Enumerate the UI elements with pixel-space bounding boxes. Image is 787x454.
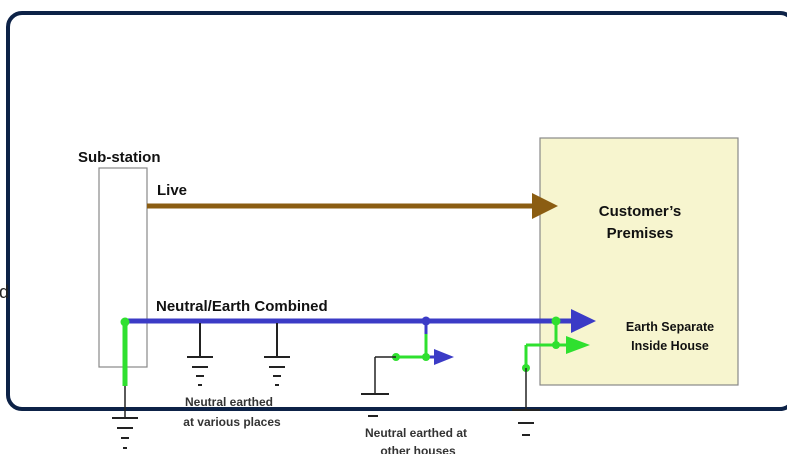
substation-label: Sub-station — [78, 149, 161, 166]
neutral-arrowhead — [571, 309, 596, 333]
neutral-ground-symbol-2 — [264, 323, 290, 386]
diagram-frame — [6, 11, 787, 411]
substation-ground-symbol — [112, 417, 138, 449]
substation-earth-link — [120, 317, 130, 418]
other-house-branch — [374, 316, 454, 394]
house-ground-symbol — [512, 409, 540, 436]
live-arrowhead — [532, 193, 558, 219]
customer-premises-line2: Premises — [607, 225, 674, 242]
neutral-earth-conductor — [125, 309, 596, 333]
neutral-other-line1: Neutral earthed at — [365, 426, 467, 440]
neutral-other-line2: other houses — [380, 444, 456, 454]
other-house-ground-symbol — [361, 393, 389, 417]
house-earth-branch — [522, 316, 590, 410]
neutral-various-line2: at various places — [183, 415, 281, 429]
neutral-various-line1: Neutral earthed — [185, 395, 273, 409]
earth-arrowhead — [566, 336, 590, 354]
live-conductor — [147, 193, 558, 219]
neutral-ground-symbol-1 — [187, 323, 213, 386]
earth-separate-line2: Inside House — [631, 339, 709, 353]
neutral-earth-label: Neutral/Earth Combined — [156, 298, 328, 315]
customer-premises-line1: Customer’s — [599, 203, 682, 220]
earth-separate-line1: Earth Separate — [626, 320, 714, 334]
edge-fragment-text: d — [0, 282, 9, 302]
live-label: Live — [157, 182, 187, 199]
